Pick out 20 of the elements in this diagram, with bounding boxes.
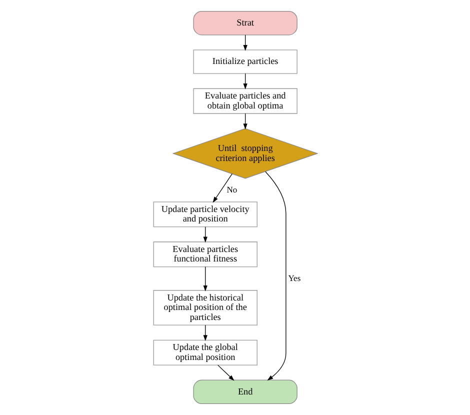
arrow [202, 266, 207, 292]
arrow [264, 171, 286, 381]
edge-label: Yes [288, 272, 300, 283]
arrow [242, 34, 247, 51]
arrow [202, 324, 207, 342]
node-box: End [192, 380, 297, 404]
node-box: Update the global optimal position [152, 340, 257, 366]
edge-label: No [226, 184, 237, 194]
node-box: Evaluate particles and obtain global optima [192, 88, 297, 114]
node-diamond: Until stopping criterion applies [172, 128, 318, 179]
node-box: Strat [192, 10, 297, 36]
node-box: Update the historical optimal position of the particles [152, 290, 257, 326]
arrow [242, 113, 247, 130]
node-box: Evaluate particles functional fitness [152, 242, 257, 268]
arrow [202, 226, 207, 243]
arrow [216, 364, 234, 381]
arrow [242, 73, 247, 90]
arrow [212, 173, 232, 203]
node-box: Update particle velocity and position [152, 202, 257, 228]
node-box: Initialize particles [192, 50, 297, 74]
